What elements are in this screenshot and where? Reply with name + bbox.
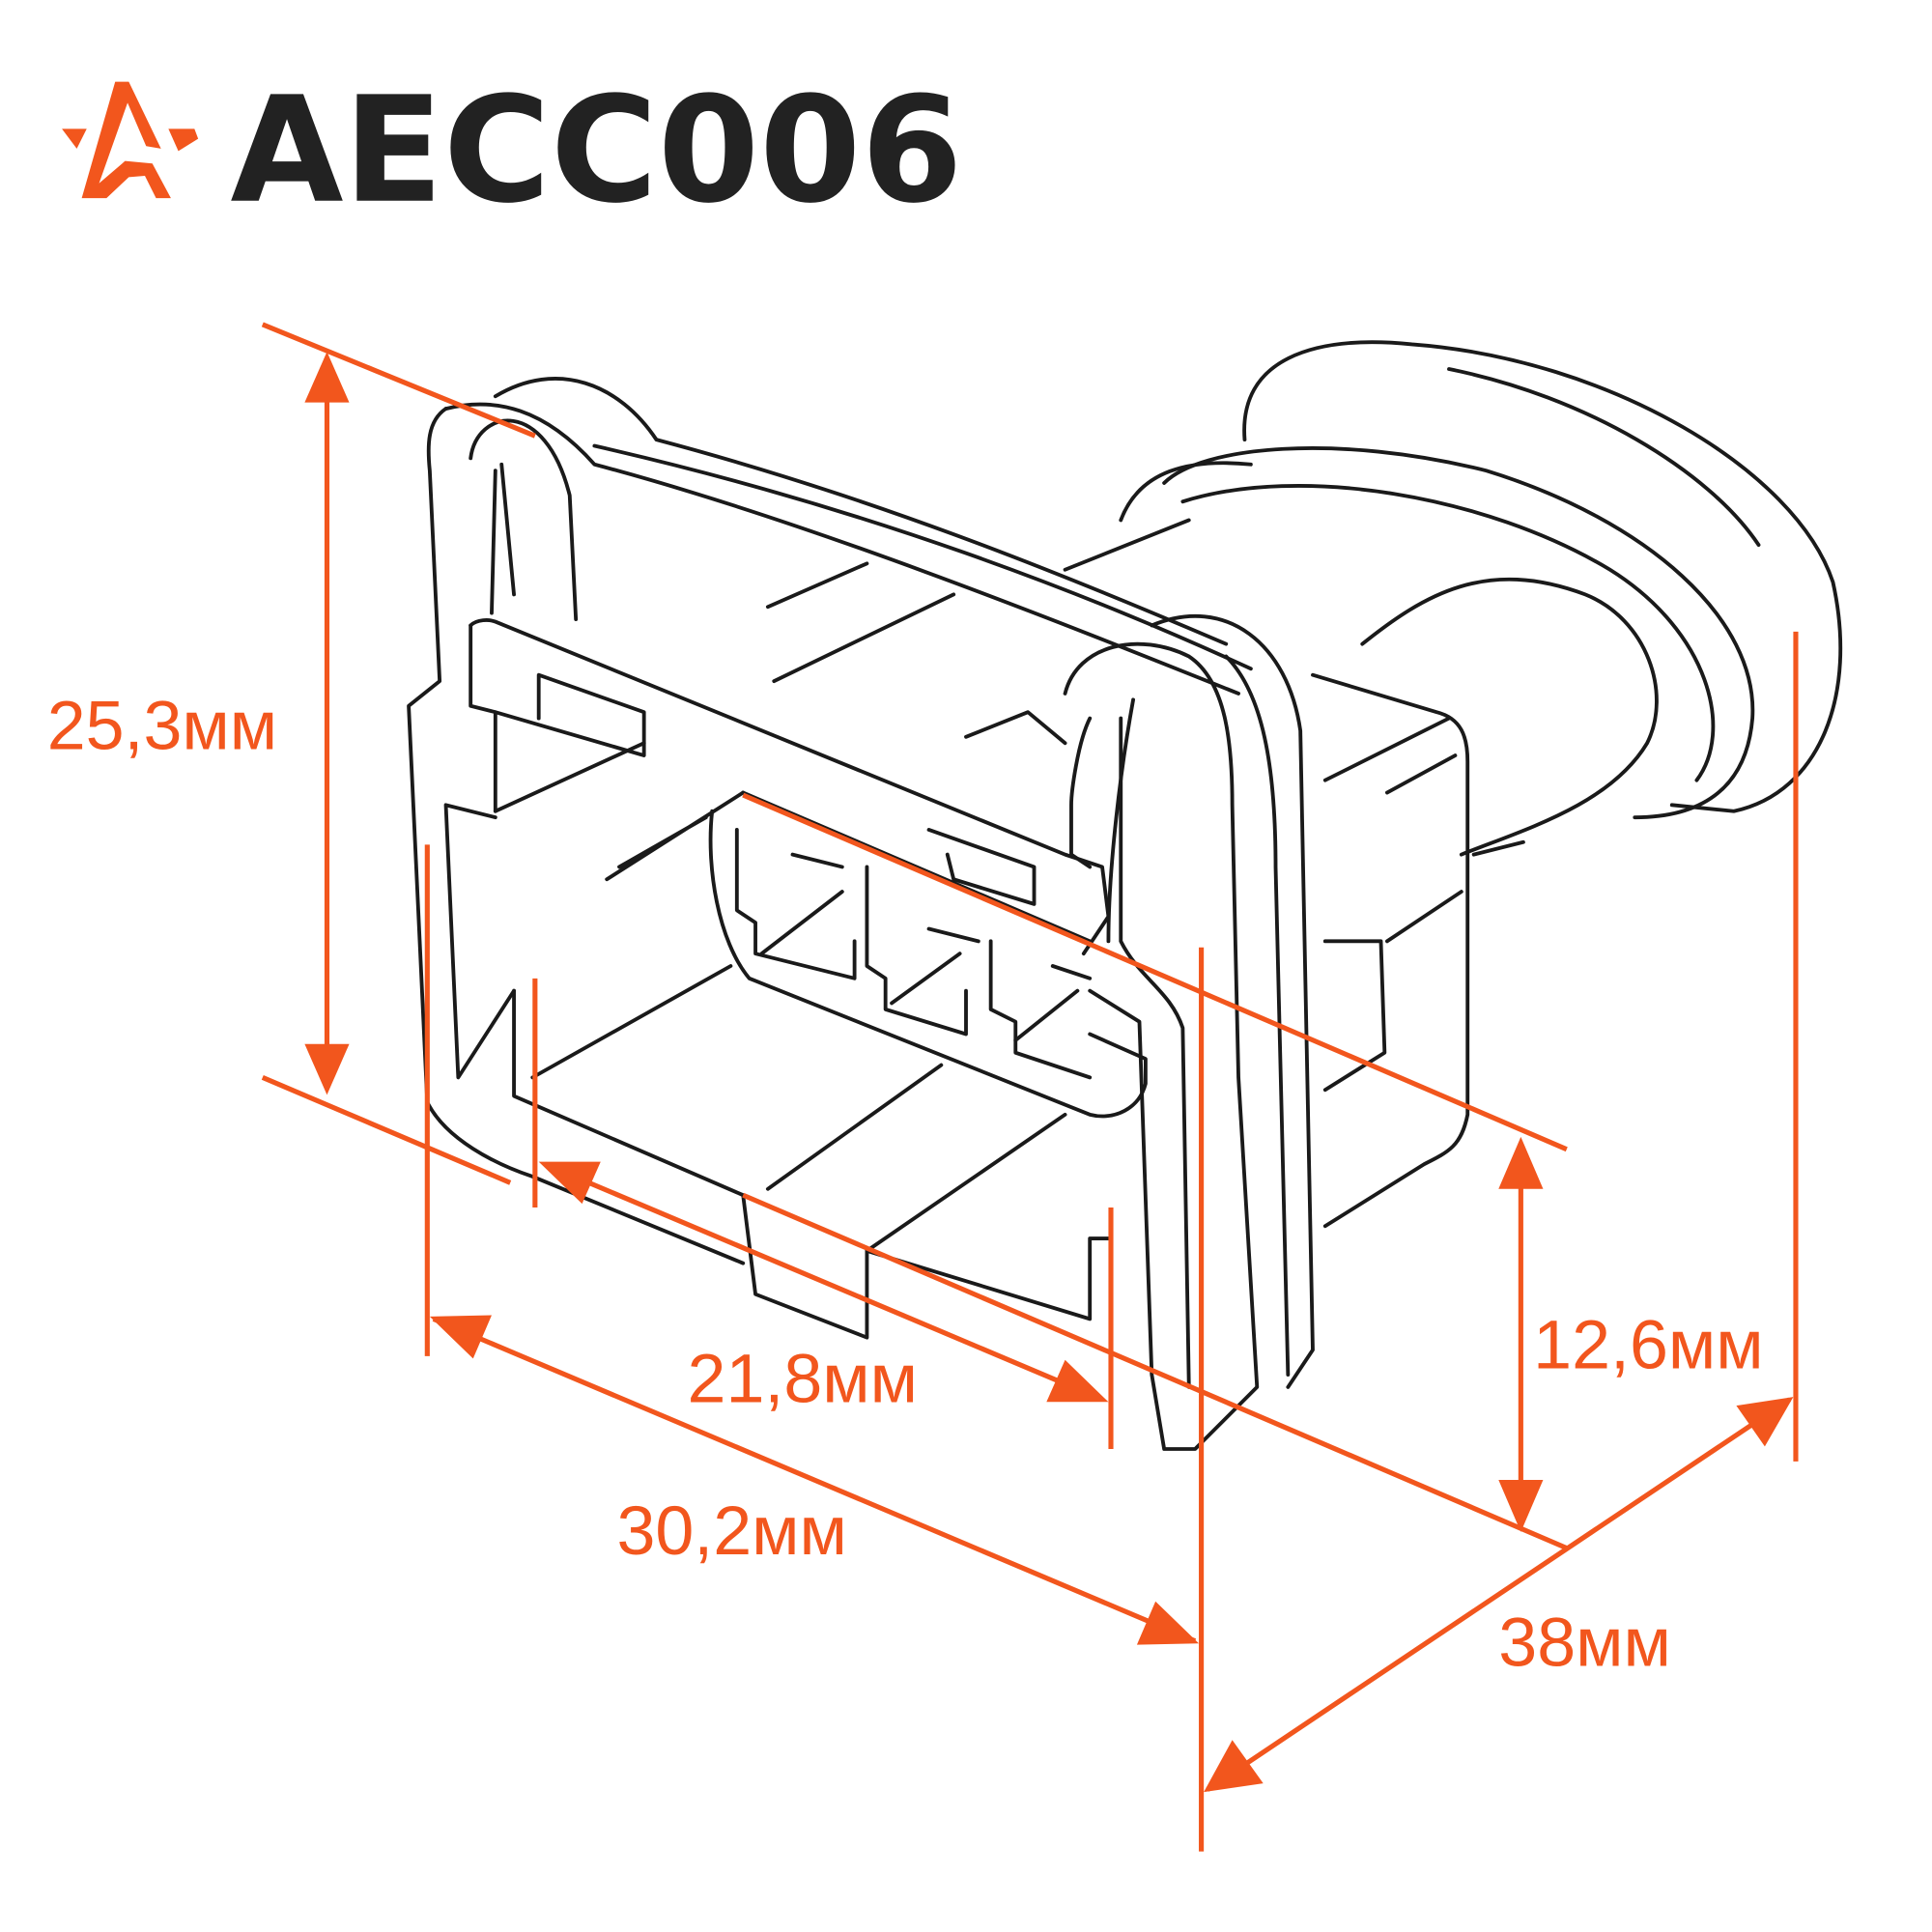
logo-icon (62, 81, 199, 199)
dim-outer-width-label: 30,2мм (616, 1492, 846, 1570)
dim-inner-width-label: 21,8мм (688, 1340, 918, 1417)
dim-length-label: 38мм (1498, 1604, 1671, 1681)
connector-outline (407, 340, 1843, 1451)
dimension-lines (261, 322, 1799, 1852)
dim-height-label: 25,3мм (47, 688, 277, 765)
dim-inner-height-label: 12,6мм (1533, 1307, 1763, 1384)
product-title: AECC006 (230, 66, 962, 236)
